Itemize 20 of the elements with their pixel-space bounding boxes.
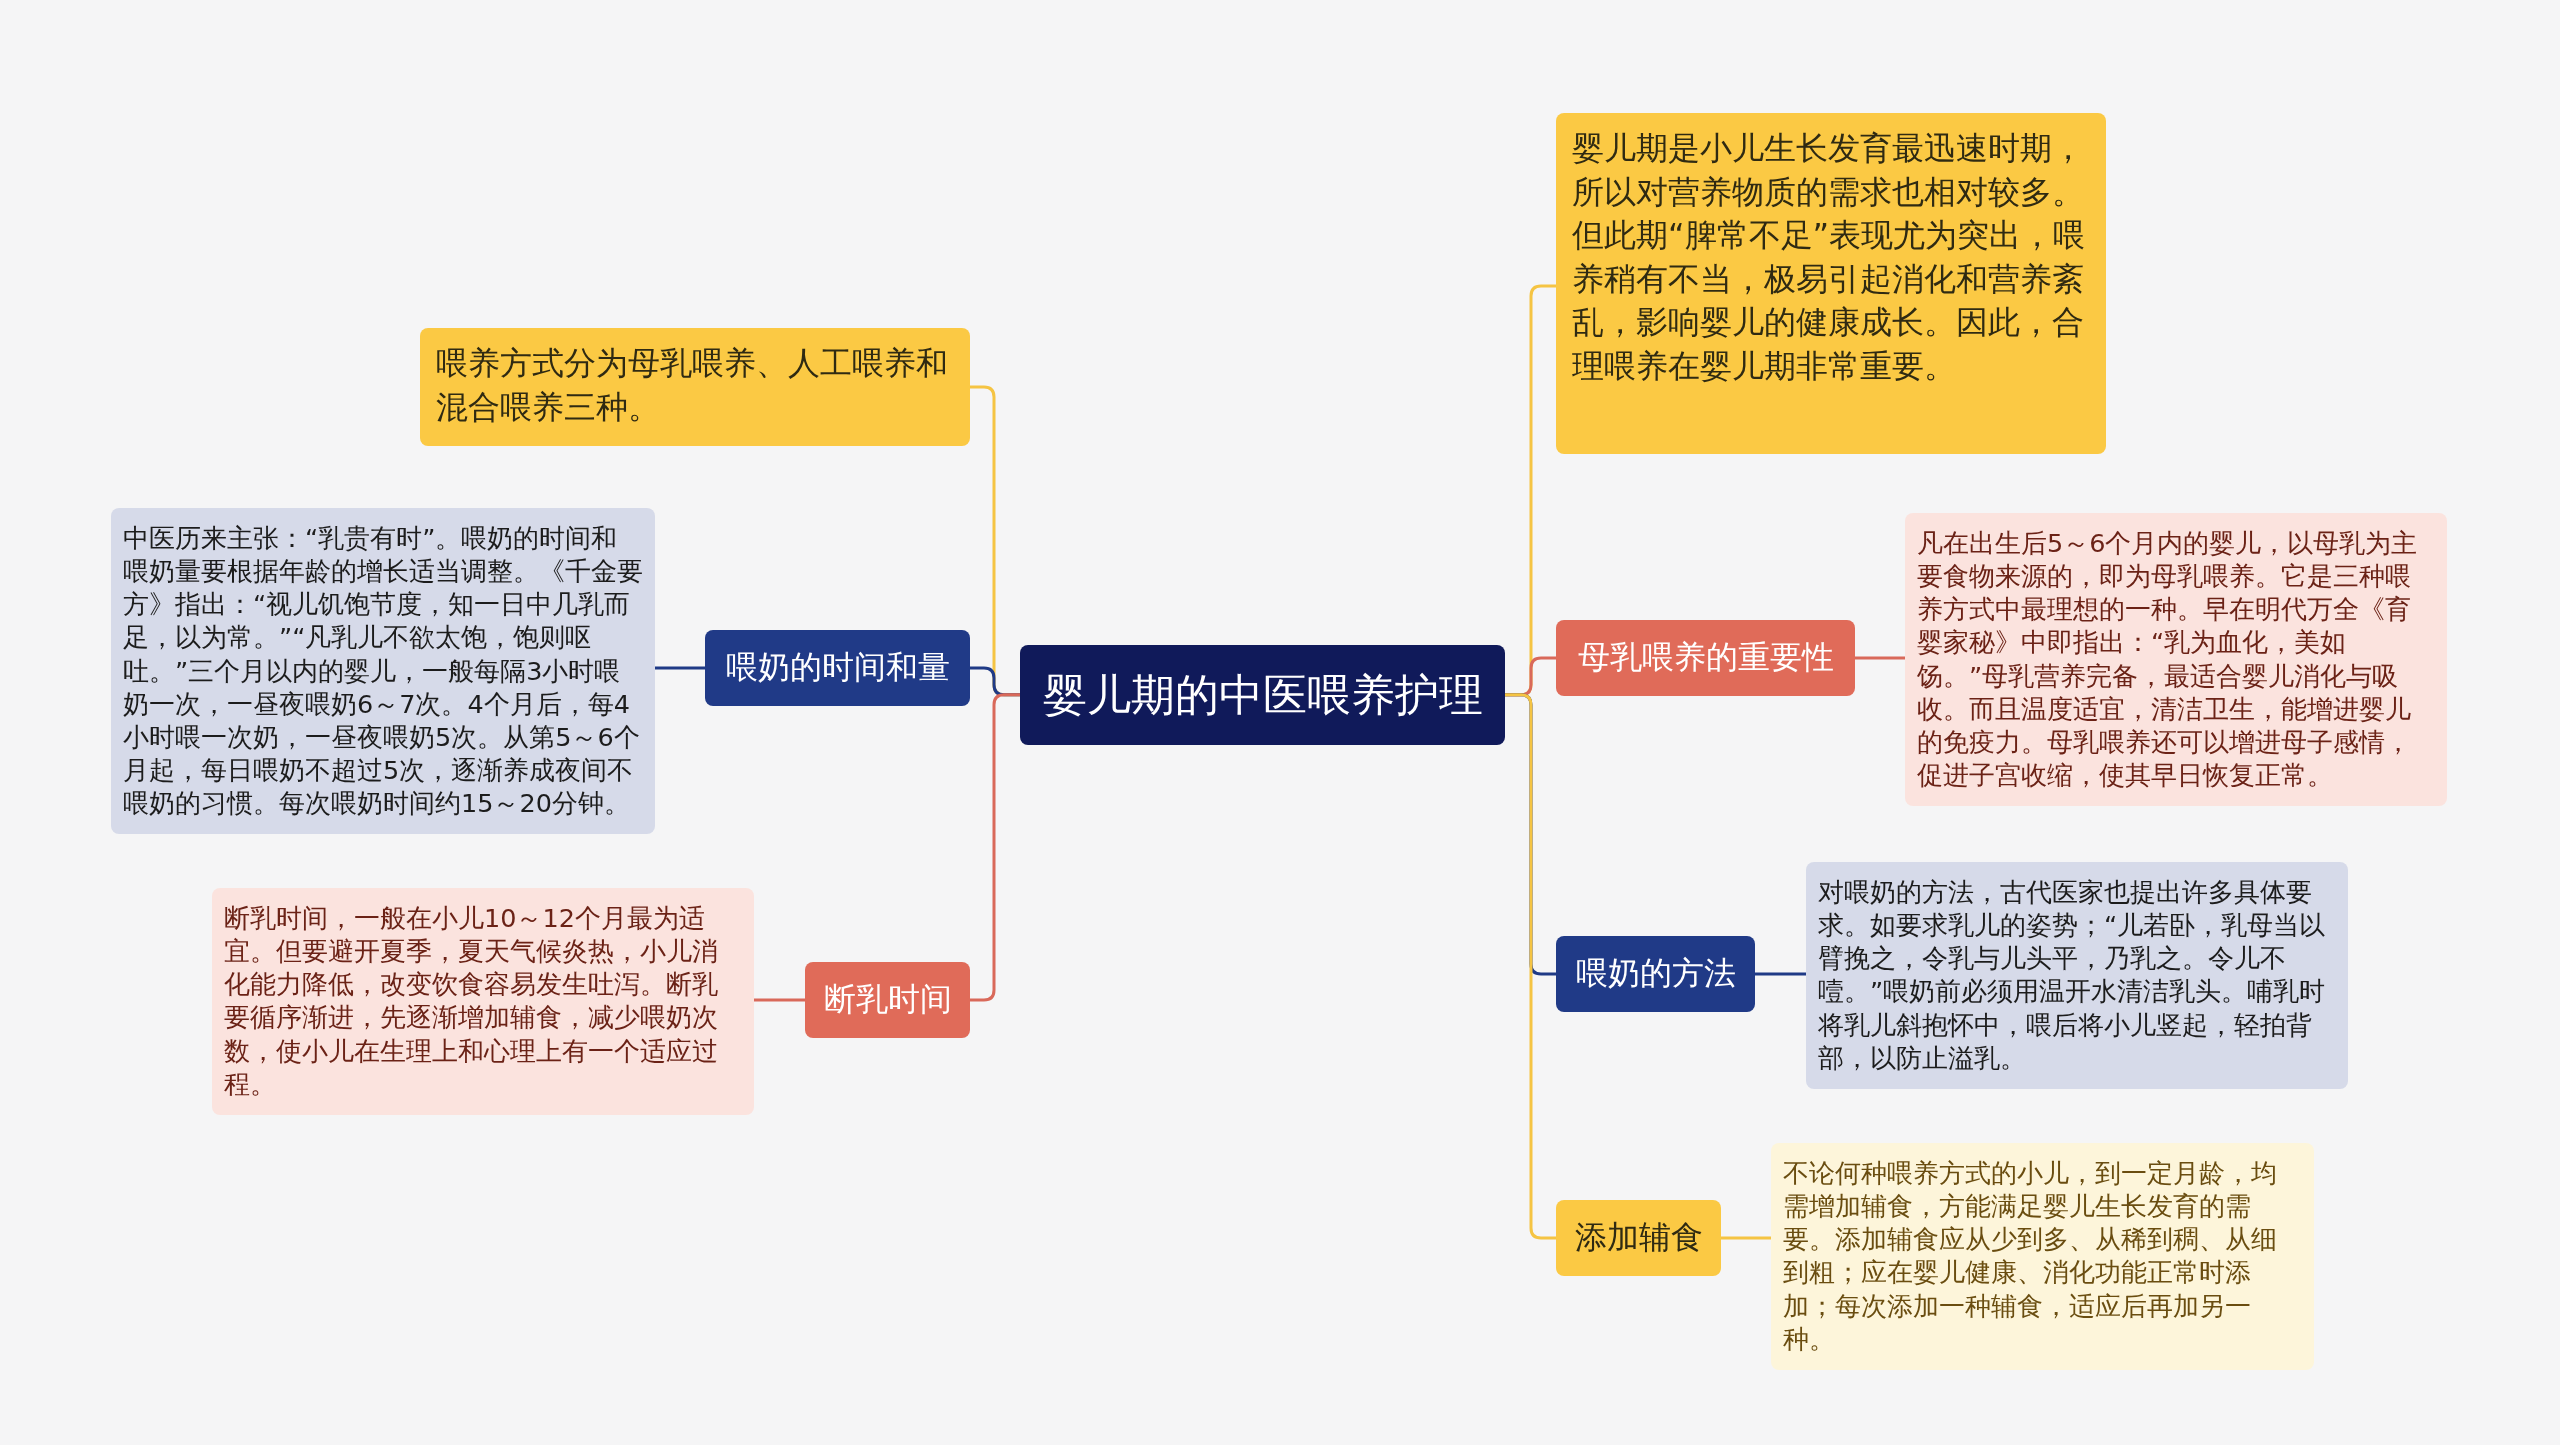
connector-line	[1855, 656, 1905, 660]
note-card: 凡在出生后5～6个月内的婴儿，以母乳为主要食物来源的，即为母乳喂养。它是三种喂养方式中最理想的一种。早在明代万全《育婴家秘》中即指出：“乳为血化，美如饧。”母乳营养完备，最适合婴儿消化与吸收。而且温度适宜，清洁卫生，能增进婴儿的免疫力。母乳喂养还可以增进母子感情，促进子宫收缩，使其早日恢复正常。	[1905, 513, 2447, 807]
topic-box: 喂养方式分为母乳喂养、人工喂养和混合喂养三种。	[420, 328, 970, 446]
topic-box: 母乳喂养的重要性	[1556, 620, 1855, 696]
central-topic-box: 婴儿期的中医喂养护理	[1020, 645, 1505, 745]
note-card: 断乳时间，一般在小儿10～12个月最为适宜。但要避开夏季，夏天气候炎热，小儿消化能力降低，改变饮食容易发生吐泻。断乳要循序渐进，先逐渐增加辅食，减少喂奶次数，使小儿在生理上和心理上有一个适应过程。	[212, 888, 754, 1115]
topic-box: 断乳时间	[805, 962, 970, 1038]
topic-box: 添加辅食	[1556, 1200, 1721, 1276]
connector-line	[1721, 1236, 1771, 1240]
topic-box: 喂奶的方法	[1556, 936, 1755, 1012]
note-card: 不论何种喂养方式的小儿，到一定月龄，均需增加辅食，方能满足婴儿生长发育的需要。添加辅食应从少到多、从稀到稠、从细到粗；应在婴儿健康、消化功能正常时添加；每次添加一种辅食，适应后再加另一种。	[1771, 1143, 2314, 1370]
connector-line	[655, 666, 705, 670]
connector-line	[970, 693, 1020, 1002]
note-card: 中医历来主张：“乳贵有时”。喂奶的时间和喂奶量要根据年龄的增长适当调整。《千金要方》指出：“视儿饥饱节度，知一日中几乳而足，以为常。”“凡乳儿不欲太饱，饱则呕吐。”三个月以内的婴儿，一般每隔3小时喂奶一次，一昼夜喂奶6～7次。4个月后，每4小时喂一次奶，一昼夜喂奶5次。从第5～6个月起，每日喂奶不超过5次，逐渐养成夜间不喂奶的习惯。每次喂奶时间约15～20分钟。	[111, 508, 655, 835]
topic-box: 喂奶的时间和量	[705, 630, 970, 706]
topic-box: 婴儿期是小儿生长发育最迅速时期，所以对营养物质的需求也相对较多。但此期“脾常不足”表现尤为突出，喂养稍有不当，极易引起消化和营养紊乱，影响婴儿的健康成长。因此，合理喂养在婴儿期非常重要。	[1556, 113, 2106, 454]
note-card: 对喂奶的方法，古代医家也提出许多具体要求。如要求乳儿的姿势；“儿若卧，乳母当以臂挽之，令乳与儿头平，乃乳之。令儿不噎。”喂奶前必须用温开水清洁乳头。哺乳时将乳儿斜抱怀中，喂后将小儿竖起，轻拍背部，以防止溢乳。	[1806, 862, 2348, 1089]
connector-line	[1755, 972, 1806, 976]
connector-line	[1505, 693, 1556, 1240]
connector-line	[754, 998, 805, 1002]
